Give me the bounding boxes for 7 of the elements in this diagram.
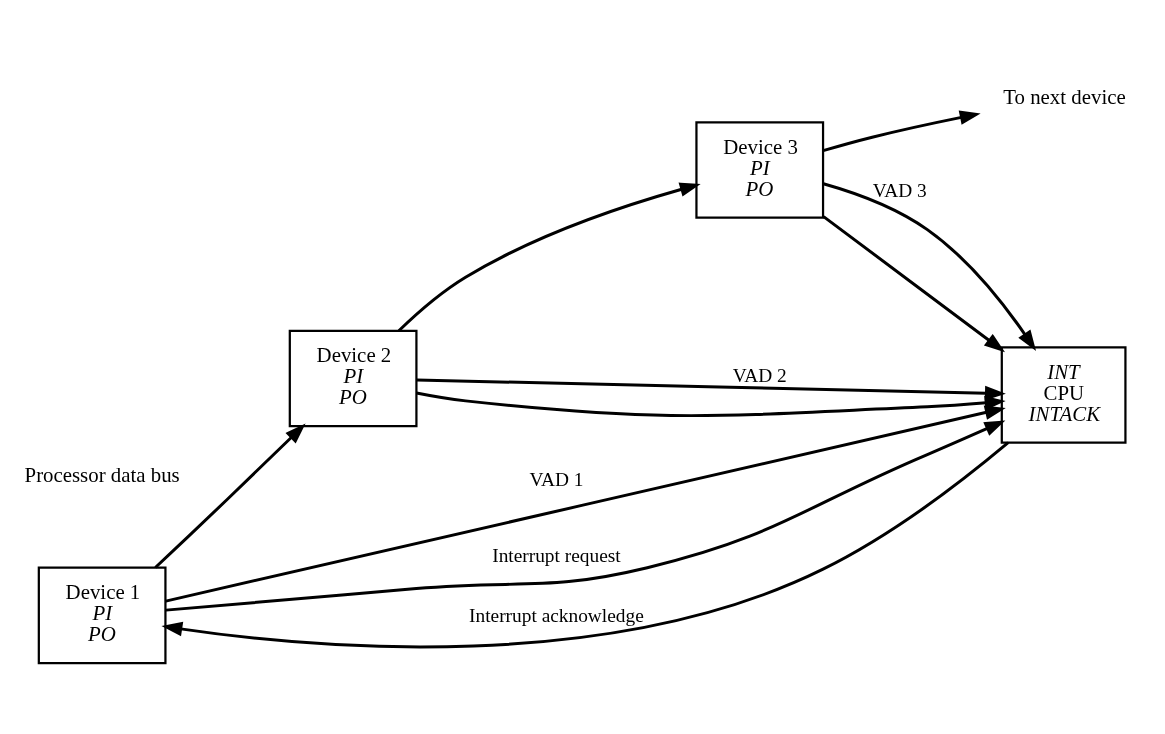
edge-label: Interrupt acknowledge xyxy=(469,604,644,626)
edge-label: VAD 3 xyxy=(872,180,927,202)
label: Processor data bus xyxy=(24,463,180,488)
edge-label: VAD 2 xyxy=(732,365,787,387)
edge-label: Interrupt request xyxy=(492,545,621,567)
node-text: To next device xyxy=(1003,85,1126,110)
edge-label: VAD 1 xyxy=(529,469,584,491)
